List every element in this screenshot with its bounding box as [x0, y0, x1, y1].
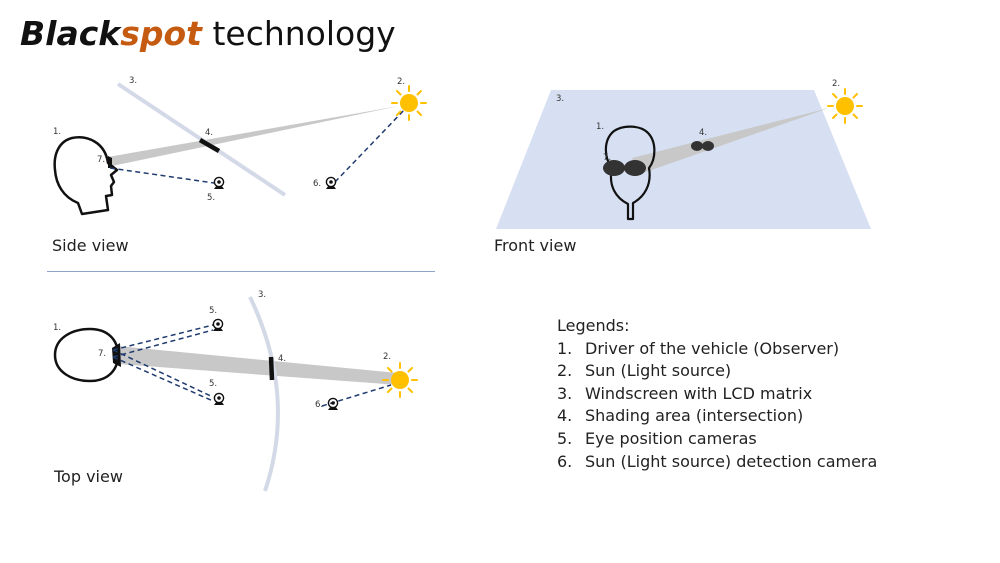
section-divider: [47, 271, 435, 272]
side-label-2: 2.: [397, 77, 405, 87]
side-view-eye-mark: [108, 156, 112, 168]
front-label-4: 4.: [699, 128, 707, 138]
side-view-sun-icon: [391, 85, 427, 121]
side-view-label: Side view: [52, 236, 129, 255]
front-view-beam: [632, 108, 829, 174]
legend-title: Legends:: [557, 316, 630, 335]
front-view-eye-left: [603, 160, 625, 176]
top-label-1: 1.: [53, 323, 61, 333]
side-label-6: 6.: [313, 179, 321, 189]
top-view-eye-camera-top-icon: [212, 318, 224, 332]
top-view-sun-icon: [382, 362, 418, 398]
top-view-head-outline-icon: [53, 327, 120, 383]
top-view-eye-mark: [112, 343, 121, 367]
top-view-sun-camera-icon: [327, 397, 339, 411]
top-view-diagram: 1. 2. 3. 4. 5. 5. 6. 7.: [53, 290, 418, 492]
top-view-beam: [118, 346, 398, 385]
legend: Legends: 1. Driver of the vehicle (Observ…: [557, 315, 877, 473]
legend-item: 2. Sun (Light source): [557, 360, 877, 383]
top-label-3: 3.: [258, 290, 266, 300]
legend-item-number: 6.: [557, 451, 573, 471]
legend-item: 3. Windscreen with LCD matrix: [557, 383, 877, 406]
front-view-shade-right: [702, 141, 714, 151]
front-label-7: 7.: [603, 153, 611, 163]
top-label-4: 4.: [278, 354, 286, 364]
side-label-1: 1.: [53, 127, 61, 137]
front-view-windscreen: [496, 90, 871, 229]
legend-item-text: Shading area (intersection): [585, 406, 804, 426]
legend-item-number: 4.: [557, 406, 573, 426]
legend-item-number: 3.: [557, 383, 573, 403]
front-view-eye-right: [624, 160, 646, 176]
legend-item-text: Eye position cameras: [585, 428, 757, 448]
top-view-eye-camera-bottom-icon: [213, 392, 225, 406]
side-view-shading-area: [198, 138, 221, 153]
top-label-5a: 5.: [209, 306, 217, 316]
legend-item-number: 2.: [557, 361, 573, 381]
side-view-camera-line: [109, 167, 215, 184]
top-view-label: Top view: [54, 467, 123, 486]
legend-item-number: 1.: [557, 338, 573, 358]
front-view-shade-left: [691, 141, 703, 151]
legend-item: 6. Sun (Light source) detection camera: [557, 451, 877, 474]
top-view-shading-area: [268, 356, 275, 381]
side-label-5: 5.: [207, 193, 215, 203]
side-label-3: 3.: [129, 76, 137, 86]
legend-item: 1. Driver of the vehicle (Observer): [557, 338, 877, 361]
legend-item-text: Sun (Light source) detection camera: [585, 451, 878, 471]
legend-item-text: Sun (Light source): [585, 361, 732, 381]
top-label-2: 2.: [383, 352, 391, 362]
legend-item: 5. Eye position cameras: [557, 428, 877, 451]
side-view-eye-camera-icon: [213, 176, 225, 190]
side-view-sun-camera-line: [334, 106, 408, 183]
front-view-label: Front view: [494, 236, 577, 255]
title-part-black: Black: [20, 14, 121, 53]
legend-item: 4. Shading area (intersection): [557, 405, 877, 428]
front-label-2: 2.: [832, 79, 840, 89]
title-part-spot: spot: [120, 14, 202, 53]
front-label-3: 3.: [556, 94, 564, 104]
top-label-5b: 5.: [209, 379, 217, 389]
top-view-windscreen: [248, 296, 280, 492]
side-label-7: 7.: [97, 155, 105, 165]
top-label-7: 7.: [98, 349, 106, 359]
side-label-4: 4.: [205, 128, 213, 138]
head-front-icon: [604, 125, 656, 221]
side-view-diagram: 1. 2. 3. 4. 5. 6. 7.: [53, 76, 427, 216]
legend-item-number: 5.: [557, 428, 573, 448]
front-label-1: 1.: [596, 122, 604, 132]
legend-list: 1. Driver of the vehicle (Observer) 2. Sun…: [557, 338, 877, 474]
legend-item-text: Windscreen with LCD matrix: [585, 383, 813, 403]
front-view-sun-icon: [827, 88, 863, 124]
title-part-technology: technology: [201, 14, 396, 53]
page-title: Blackspot technology: [20, 14, 396, 54]
legend-item-text: Driver of the vehicle (Observer): [585, 338, 840, 358]
side-view-sun-camera-icon: [325, 176, 337, 190]
side-view-beam: [108, 106, 399, 166]
front-view-diagram: 1. 2. 3. 4. 7.: [496, 79, 871, 229]
head-outline-icon: [53, 136, 119, 216]
top-label-6: 6.: [315, 400, 323, 410]
